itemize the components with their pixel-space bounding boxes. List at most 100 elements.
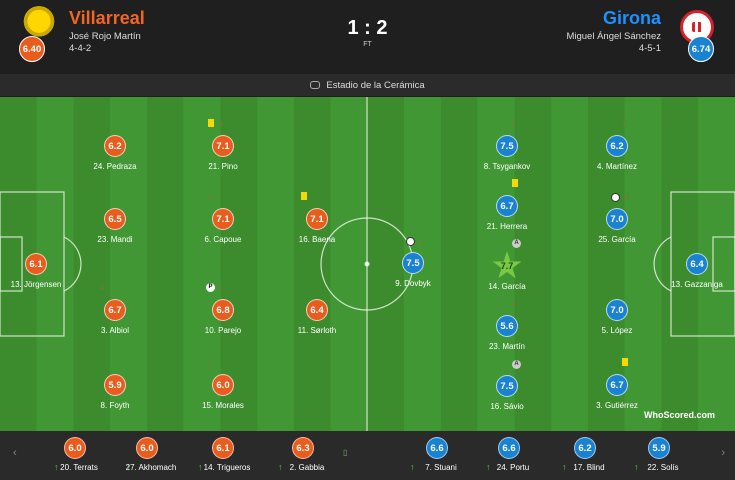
player-home-morales[interactable]: ↓ 6.0 15. Morales <box>188 359 258 419</box>
player-rating: 6.0 <box>136 437 158 459</box>
watermark-text: WhoScored.com <box>643 410 715 420</box>
player-name: 10. Parejo <box>204 326 242 335</box>
sub-on-arrow-icon: ↑ <box>486 462 491 472</box>
player-name: 23. Martín <box>488 342 525 351</box>
ball-icon <box>406 237 415 246</box>
yellow-card-icon <box>512 179 518 187</box>
sub-off-arrow-icon: ↓ <box>511 118 515 127</box>
player-name: 14. Trigueros <box>203 463 251 472</box>
player-name: 3. Gutiérrez <box>596 401 638 410</box>
player-name: 6. Capoue <box>204 235 242 244</box>
bench-player-akhomach[interactable]: ↑ 6.0 27. Akhomach <box>112 431 184 479</box>
player-rating: 7.5 <box>496 135 518 157</box>
venue-name: Estadio de la Cerámica <box>326 79 425 91</box>
player-name: 25. García <box>598 235 636 244</box>
assist-icon: A <box>512 360 521 369</box>
player-name: 24. Portu <box>496 463 530 472</box>
player-name: 4. Martínez <box>596 162 637 171</box>
player-name: 13. Jörgensen <box>10 280 62 289</box>
villarreal-crest-icon[interactable] <box>22 6 56 40</box>
player-name: 22. Solís <box>647 463 679 472</box>
player-home-parejo[interactable]: P ↓ 6.8 10. Parejo <box>188 283 258 344</box>
player-away-savio[interactable]: A 7.5 16. Sávio <box>472 360 542 420</box>
player-rating: 6.7 <box>496 195 518 217</box>
player-name: 21. Herrera <box>486 222 528 231</box>
player-home-foyth[interactable]: 5.9 8. Foyth <box>80 371 150 419</box>
player-name: 21. Pino <box>208 162 238 171</box>
match-header: Villarreal José Rojo Martín 4-4-2 6.40 1… <box>0 0 735 72</box>
player-away-garcia[interactable]: ↓ 7.0 25. García <box>582 193 652 253</box>
star-icon: 7.7 <box>492 251 522 279</box>
assist-icon: A <box>512 239 521 248</box>
player-home-pedraza[interactable]: 6.2 24. Pedraza <box>80 132 150 180</box>
player-name: 16. Baena <box>298 235 336 244</box>
away-team-name[interactable]: Girona <box>602 8 661 28</box>
home-team-name[interactable]: Villarreal <box>69 8 145 28</box>
player-rating: 6.0 <box>64 437 86 459</box>
player-away-tsygankov[interactable]: ↓ 7.5 8. Tsygankov <box>472 119 542 180</box>
player-home-baena[interactable]: 7.1 16. Baena <box>282 192 352 253</box>
player-home-gk[interactable]: 6.1 13. Jörgensen <box>1 250 71 298</box>
bench-player-trigueros[interactable]: ↑ 6.1 14. Trigueros <box>188 431 260 479</box>
player-rating: 6.7 <box>606 374 628 396</box>
sub-off-arrow-icon: ↓ <box>208 192 212 201</box>
bench-player-terrats[interactable]: ↑ 6.0 20. Terrats <box>40 431 112 479</box>
player-away-garcia-motm[interactable]: A 7.7 14. García <box>472 239 542 300</box>
shirt-icon: ▯ <box>343 448 348 457</box>
player-away-martin[interactable]: ↓ 5.6 23. Martín <box>472 299 542 360</box>
player-rating: 6.5 <box>104 208 126 230</box>
player-home-albiol[interactable]: ↓ 6.7 3. Albiol <box>80 284 150 344</box>
player-away-martinez[interactable]: ↓ 6.2 4. Martínez <box>582 119 652 180</box>
player-name: 13. Gazzaniga <box>671 280 723 289</box>
penalty-icon: P <box>206 283 215 292</box>
player-rating: 7.0 <box>606 299 628 321</box>
bench-player-portu[interactable]: ↑ 6.6 24. Portu <box>474 431 546 479</box>
sub-off-arrow-icon: ↓ <box>208 358 212 367</box>
player-away-gk[interactable]: 6.4 13. Gazzaniga <box>662 250 732 298</box>
bench-player-blind[interactable]: ↑ 6.2 17. Blind <box>550 431 622 479</box>
pitch-markings <box>0 97 735 431</box>
sub-off-arrow-icon: ↓ <box>219 118 223 127</box>
player-home-mandi[interactable]: 6.5 23. Mandi <box>80 205 150 253</box>
player-name: 16. Sávio <box>490 402 524 411</box>
player-name: 5. López <box>601 326 633 335</box>
home-manager: José Rojo Martín <box>69 31 141 42</box>
player-rating: 5.9 <box>104 374 126 396</box>
sub-on-arrow-icon: ↑ <box>54 462 59 472</box>
bench-scroll-left-icon[interactable]: ‹ <box>13 447 17 459</box>
home-formation: 4-4-2 <box>69 43 92 54</box>
player-rating: 6.6 <box>426 437 448 459</box>
bench-scroll-right-icon[interactable]: › <box>721 447 725 459</box>
player-home-pino[interactable]: ↓ 7.1 21. Pino <box>188 119 258 180</box>
player-rating: 6.6 <box>498 437 520 459</box>
bench-player-stuani[interactable]: ↑ 6.6 7. Stuani <box>402 431 474 479</box>
player-away-lopez[interactable]: 7.0 5. López <box>582 296 652 344</box>
player-name: 20. Terrats <box>60 463 98 472</box>
player-away-herrera[interactable]: 6.7 21. Herrera <box>472 179 542 240</box>
player-home-sorloth[interactable]: 6.4 11. Sørloth <box>282 296 352 344</box>
player-name: 23. Mandi <box>97 235 133 244</box>
bench-player-gabbia[interactable]: ↑ 6.3 2. Gabbia <box>268 431 340 479</box>
away-team-rating: 6.74 <box>688 36 714 62</box>
player-name: 27. Akhomach <box>125 463 177 472</box>
player-rating: 7.5 <box>402 252 424 274</box>
player-away-dovbyk[interactable]: ↓ 7.5 9. Dovbyk <box>378 237 448 297</box>
player-rating: 6.4 <box>306 299 328 321</box>
sub-on-arrow-icon: ↑ <box>126 462 131 472</box>
sub-off-arrow-icon: ↓ <box>418 236 422 245</box>
player-rating: 6.4 <box>686 253 708 275</box>
match-score: 1 : 2 <box>347 17 388 39</box>
player-away-gutierrez[interactable]: 6.7 3. Gutiérrez <box>582 358 652 419</box>
away-manager: Miguel Ángel Sánchez <box>566 31 661 42</box>
player-name: 2. Gabbia <box>289 463 325 472</box>
player-home-capoue[interactable]: ↓ 7.1 6. Capoue <box>188 193 258 253</box>
sub-on-arrow-icon: ↑ <box>634 462 639 472</box>
player-name: 14. García <box>488 282 526 291</box>
match-status: FT <box>363 41 372 48</box>
player-name: 8. Foyth <box>100 401 130 410</box>
player-rating: 7.1 <box>212 135 234 157</box>
player-name: 11. Sørloth <box>297 326 337 335</box>
player-name: 9. Dovbyk <box>395 279 431 288</box>
sub-off-arrow-icon: ↓ <box>100 283 104 292</box>
bench-player-solis[interactable]: ↑ 5.9 22. Solís <box>624 431 696 479</box>
